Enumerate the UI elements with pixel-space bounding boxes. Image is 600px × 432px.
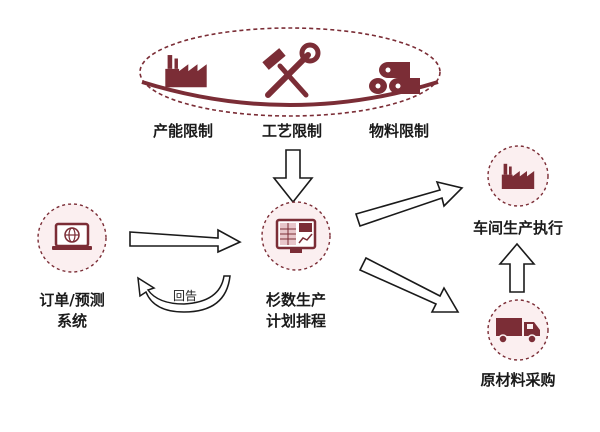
constraint-process-label: 工艺限制 — [261, 122, 322, 140]
arrow-procurement-to-workshop — [498, 242, 536, 293]
arrow-feedback — [137, 275, 231, 313]
truck-icon — [496, 318, 540, 344]
logs-icon — [369, 62, 420, 94]
scheduler-label-line1: 杉数生产 — [265, 291, 326, 309]
constraint-capacity-label: 产能限制 — [152, 122, 213, 140]
arrow-scheduler-to-procurement — [358, 256, 460, 313]
order-label-line2: 系统 — [56, 312, 87, 330]
constraints-ellipse — [139, 27, 441, 117]
schedule-monitor-icon — [275, 218, 317, 253]
laptop-globe-icon — [52, 222, 92, 250]
order-label-line1: 订单/预测 — [39, 291, 105, 309]
wrench-hammer-icon — [262, 42, 321, 98]
procurement-label: 原材料采购 — [480, 371, 556, 389]
arrow-scheduler-to-workshop — [354, 180, 464, 228]
constraint-material-label: 物料限制 — [368, 122, 429, 140]
arrow-constraints-to-scheduler — [272, 149, 314, 204]
scheduler-label-line2: 计划排程 — [265, 312, 326, 330]
feedback-label: 回告 — [172, 289, 197, 303]
workshop-label: 车间生产执行 — [472, 219, 563, 237]
arrow-order-to-scheduler — [129, 228, 242, 254]
factory-icon — [165, 55, 207, 88]
